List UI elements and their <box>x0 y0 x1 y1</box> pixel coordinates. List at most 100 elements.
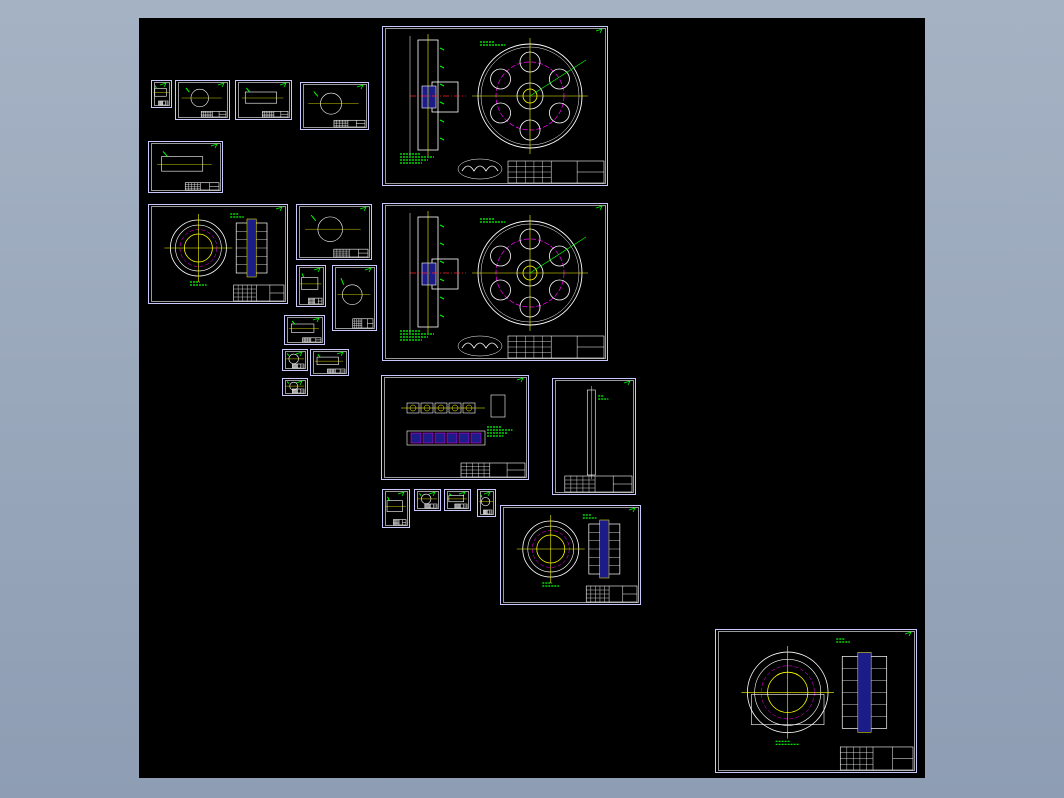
roughness-symbol <box>356 84 364 90</box>
dimension-text <box>439 47 445 51</box>
lightening-hole <box>549 68 570 90</box>
dimension-text <box>480 494 483 498</box>
drawing-sheet-small-part-8[interactable] <box>332 265 377 331</box>
roughness-symbol <box>312 317 320 323</box>
cad-model-space[interactable] <box>139 18 925 778</box>
roughness-symbol <box>595 28 603 34</box>
shaft-section-hatch <box>458 432 470 444</box>
dimension-text <box>185 87 190 93</box>
drawing-sheet-small-part-3[interactable] <box>235 80 292 120</box>
sheet-inner-border <box>417 491 439 509</box>
sheet-inner-border <box>287 317 323 343</box>
cad-drawing-canvas[interactable] <box>139 18 925 778</box>
section-hatch <box>599 519 610 579</box>
drawing-sheet-gear-main-2[interactable] <box>382 203 608 361</box>
drawing-sheet-cover-plate[interactable] <box>148 204 288 304</box>
drawing-sheet-small-part-15[interactable] <box>444 489 471 511</box>
drawing-sheet-gear-main-1[interactable] <box>382 26 608 186</box>
drawing-sheet-hub-large[interactable] <box>500 505 641 605</box>
sheet-inner-border <box>238 82 290 118</box>
part-outline <box>301 277 319 290</box>
shaft-section-outline <box>406 430 486 446</box>
roughness-symbol <box>295 351 303 357</box>
dimension-text <box>439 260 445 264</box>
dimension-text <box>387 496 390 501</box>
sheet-inner-border <box>385 491 408 526</box>
dimension-text <box>291 320 296 325</box>
sheet-border <box>235 80 292 120</box>
dimension-text <box>439 119 445 123</box>
roughness-symbol <box>313 267 321 273</box>
section-hatch <box>246 218 257 278</box>
roughness-symbol <box>623 380 631 386</box>
dimension-text <box>286 381 290 384</box>
lightening-hole <box>549 102 570 124</box>
lightening-hole <box>490 102 511 124</box>
part-outline <box>154 88 167 97</box>
part-outline <box>316 356 339 365</box>
sheet-border <box>175 80 230 120</box>
roughness-symbol <box>595 205 603 211</box>
roughness-symbol <box>159 82 167 88</box>
sheet-inner-border <box>151 206 286 302</box>
tooth-profile-detail <box>461 165 499 172</box>
dimension-text <box>448 493 452 496</box>
drawing-sheet-small-part-13[interactable] <box>382 489 410 528</box>
drawing-sheet-small-part-2[interactable] <box>175 80 230 120</box>
shaft-section-hatch <box>422 432 434 444</box>
shaft-section-hatch <box>446 432 458 444</box>
section-hatch <box>857 652 872 733</box>
drawing-sheet-small-part-11[interactable] <box>310 349 349 376</box>
roughness-symbol <box>458 491 466 497</box>
drawing-sheet-small-part-10[interactable] <box>282 349 308 371</box>
sheet-border <box>500 505 641 605</box>
drawing-sheet-small-part-9[interactable] <box>284 315 325 345</box>
drawing-sheet-small-part-12[interactable] <box>282 378 308 396</box>
part-outline <box>386 500 403 512</box>
sheet-border <box>414 489 441 511</box>
sheet-inner-border <box>555 380 634 493</box>
part-outline <box>244 91 277 104</box>
drawing-sheet-bearing-seat[interactable] <box>715 629 917 773</box>
sheet-border <box>310 349 349 376</box>
dimension-text <box>439 137 445 141</box>
dimension-text <box>310 214 317 222</box>
shaft-section-hatch <box>434 432 446 444</box>
roughness-symbol <box>336 351 344 357</box>
drawing-sheet-small-part-1[interactable] <box>151 80 172 108</box>
lightening-hole <box>490 279 511 301</box>
roughness-symbol <box>483 491 491 497</box>
drawing-sheet-small-part-4[interactable] <box>300 82 369 130</box>
side-view <box>490 394 506 418</box>
sheet-border <box>477 489 496 517</box>
sheet-inner-border <box>384 377 527 478</box>
leader-line <box>529 59 587 97</box>
tooth-profile-detail <box>461 342 499 349</box>
lightening-hole <box>490 245 511 267</box>
roughness-symbol <box>210 143 218 149</box>
roughness-symbol <box>279 82 287 88</box>
sheet-border <box>381 375 529 480</box>
roughness-symbol <box>364 267 372 273</box>
drawing-sheet-small-part-6[interactable] <box>296 204 372 260</box>
roughness-symbol <box>359 206 367 212</box>
drawing-sheet-shaft-assembly[interactable] <box>381 375 529 480</box>
dimension-text <box>313 91 319 97</box>
drawing-sheet-small-part-14[interactable] <box>414 489 441 511</box>
sheet-inner-border <box>503 507 639 603</box>
roughness-symbol <box>428 491 436 497</box>
sheet-inner-border <box>299 267 324 305</box>
sheet-inner-border <box>385 28 606 184</box>
dimension-text <box>439 101 445 105</box>
drawing-sheet-small-part-5[interactable] <box>148 141 223 193</box>
drawing-sheet-small-part-7[interactable] <box>296 265 326 307</box>
detail-view-outline <box>457 158 503 180</box>
dimension-text <box>162 151 168 157</box>
sheet-inner-border <box>303 84 367 128</box>
drawing-sheet-thin-shaft[interactable] <box>552 378 636 495</box>
drawing-sheet-small-part-16[interactable] <box>477 489 496 517</box>
part-outline <box>161 156 204 172</box>
roughness-symbol <box>516 377 524 383</box>
dimension-text <box>439 83 445 87</box>
lightening-hole <box>549 245 570 267</box>
